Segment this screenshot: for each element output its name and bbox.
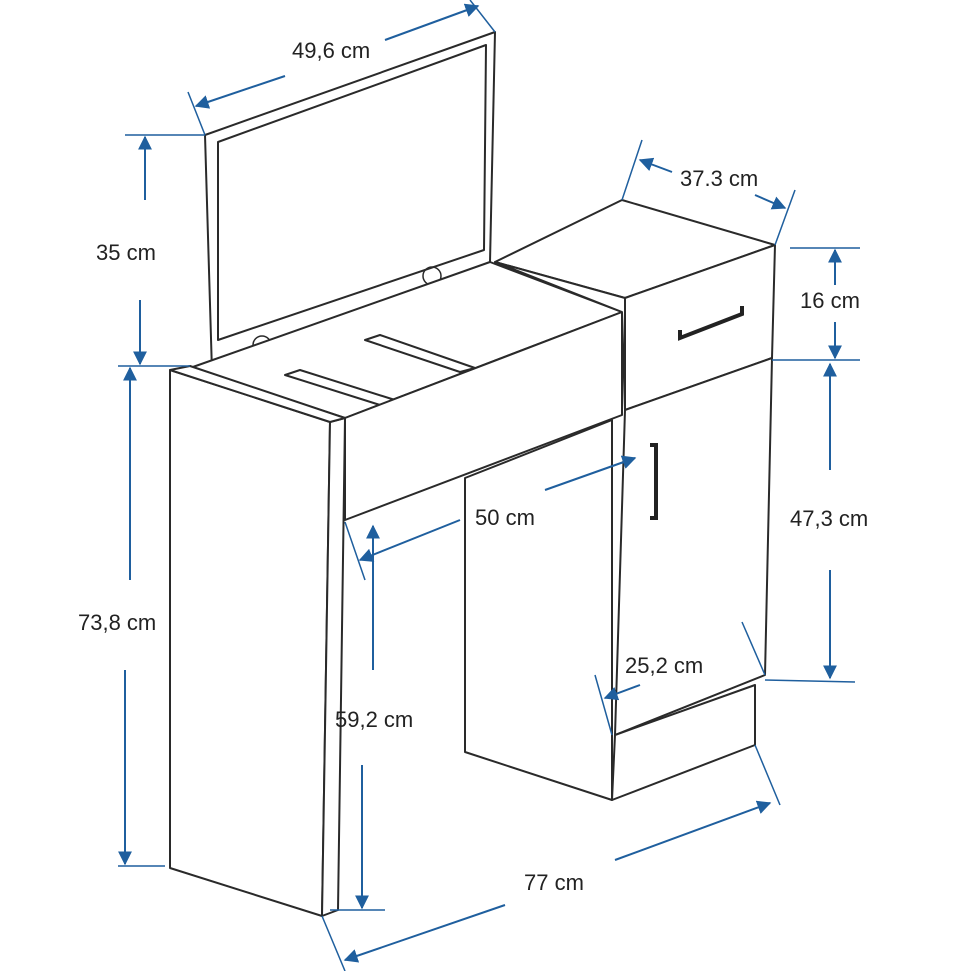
label-knee-height: 59,2 cm [335, 707, 413, 732]
left-leg-panel [169, 369, 331, 917]
cabinet-side [464, 419, 613, 801]
label-cabinet-depth: 37.3 cm [680, 166, 758, 191]
label-mirror-width: 49,6 cm [292, 38, 370, 63]
furniture-drawing [169, 31, 776, 917]
label-drawer-height: 16 cm [800, 288, 860, 313]
door-handle-icon [650, 443, 658, 520]
mirror-glass [217, 44, 487, 341]
label-total-width: 77 cm [524, 870, 584, 895]
label-door-width: 25,2 cm [625, 653, 703, 678]
label-knee-width: 50 cm [475, 505, 535, 530]
dimension-labels: 49,6 cm 37.3 cm 35 cm 16 cm 50 cm 47,3 c… [78, 38, 868, 895]
dimension-lines [118, 0, 860, 971]
drawer-handle-icon [678, 306, 744, 341]
label-mirror-height: 35 cm [96, 240, 156, 265]
label-door-height: 47,3 cm [790, 506, 868, 531]
left-leg-top [169, 365, 346, 423]
label-table-height: 73,8 cm [78, 610, 156, 635]
door-front [614, 357, 773, 736]
